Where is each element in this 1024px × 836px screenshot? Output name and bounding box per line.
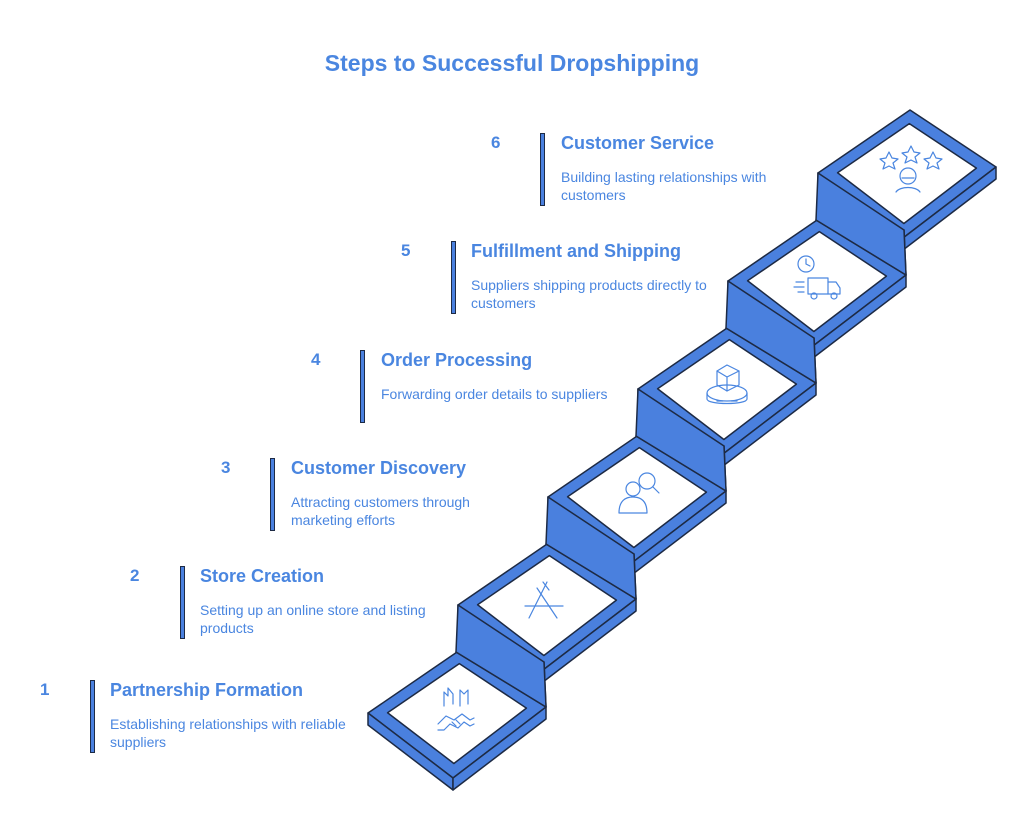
- stair-icons: [437, 145, 943, 731]
- customer-search-icon: [618, 472, 660, 514]
- step-marker-bar: [360, 350, 365, 423]
- stair-tread-top: [386, 662, 528, 765]
- step-marker-bar: [180, 566, 185, 639]
- step-number: 2: [130, 566, 140, 585]
- handshake-icon: [437, 687, 475, 731]
- step-number: 3: [221, 458, 231, 477]
- step-number: 6: [491, 133, 501, 152]
- step-description: Forwarding order details to suppliers: [381, 386, 608, 402]
- step-heading: Customer Service: [561, 133, 715, 153]
- step-number: 5: [401, 241, 411, 260]
- step-heading: Partnership Formation: [110, 680, 304, 700]
- step-description: Building lasting relationships with cust…: [561, 169, 767, 203]
- stair-tread-top: [746, 230, 888, 333]
- stair-riser-front: [635, 388, 727, 492]
- diagram-title: Steps to Successful Dropshipping: [324, 50, 700, 76]
- stair-riser-front: [545, 496, 637, 600]
- step-number: 1: [40, 680, 50, 699]
- step-description: Suppliers shipping products directly to …: [471, 277, 707, 311]
- stair-tread-top: [836, 122, 978, 225]
- step-marker-bar: [540, 133, 545, 206]
- stair-riser-front: [455, 604, 547, 708]
- step-marker-bar: [451, 241, 456, 314]
- step-heading: Store Creation: [200, 566, 325, 586]
- rating-stars-icon: [879, 145, 943, 193]
- step-description: Establishing relationships with reliable…: [110, 716, 346, 750]
- step-heading: Fulfillment and Shipping: [471, 241, 681, 261]
- step-marker-bar: [90, 680, 95, 753]
- step-heading: Customer Discovery: [291, 458, 467, 478]
- step-heading: Order Processing: [381, 350, 533, 370]
- stair-blocks: [367, 109, 997, 791]
- delivery-truck-icon: [793, 255, 841, 300]
- app-store-icon: [524, 581, 564, 619]
- stair-riser-front: [725, 280, 817, 384]
- step-number: 4: [311, 350, 321, 369]
- stair-riser-front: [815, 172, 907, 276]
- step-description: Attracting customers through marketing e…: [291, 494, 470, 528]
- step-description: Setting up an online store and listing p…: [200, 602, 426, 636]
- step-marker-bar: [270, 458, 275, 531]
- package-icon: [706, 364, 748, 405]
- stair-slab-side: [452, 706, 547, 791]
